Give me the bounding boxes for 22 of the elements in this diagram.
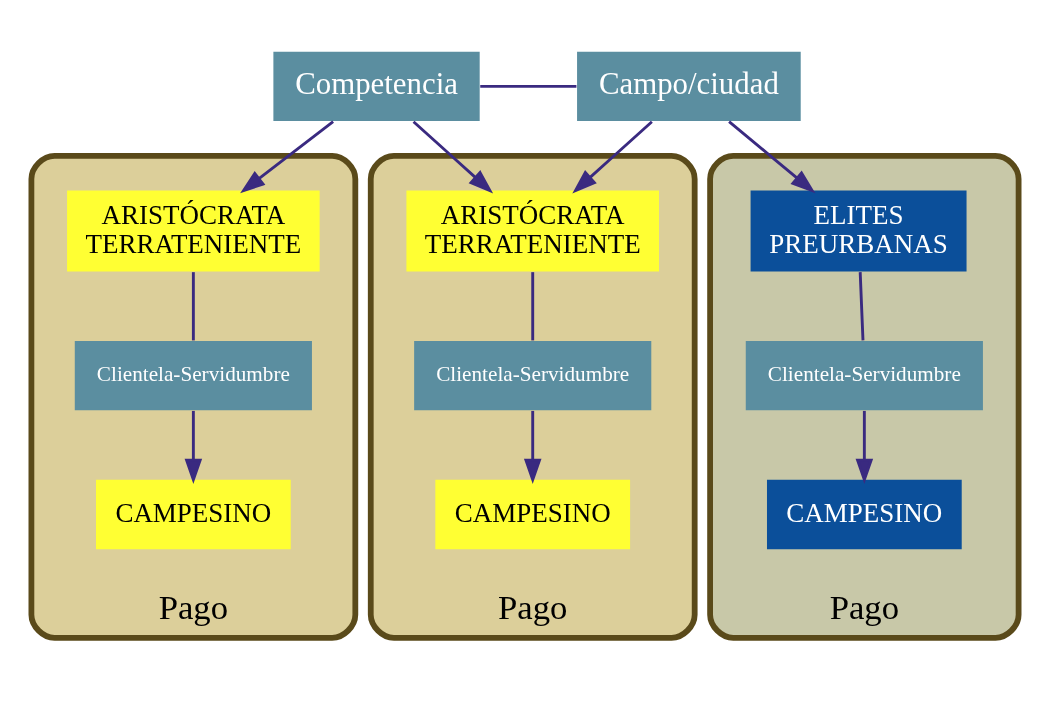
arrow — [728, 120, 816, 193]
connector — [480, 84, 577, 88]
arrow — [240, 120, 334, 193]
node-box: Clientela-Servidumbre — [74, 340, 312, 410]
node-box: CAMPESINO — [96, 479, 291, 549]
connector — [858, 271, 865, 340]
arrow — [523, 410, 542, 484]
node-box: CAMPESINO — [435, 479, 631, 549]
arrow — [572, 120, 653, 193]
node-box: Competencia — [273, 51, 480, 121]
node-box: ELITES PREURBANAS — [750, 190, 967, 271]
connector — [531, 271, 535, 340]
node-box: Clientela-Servidumbre — [414, 340, 652, 410]
arrow — [184, 410, 203, 484]
connector — [191, 271, 195, 340]
node-box: ARISTÓCRATA TERRATENIENTE — [67, 190, 320, 271]
node-box: Campo/ciudad — [577, 51, 801, 121]
arrow — [855, 410, 874, 484]
node-box: CAMPESINO — [767, 479, 962, 549]
arrow — [412, 120, 494, 193]
node-box: ARISTÓCRATA TERRATENIENTE — [406, 190, 659, 271]
node-box: Clientela-Servidumbre — [745, 340, 983, 410]
